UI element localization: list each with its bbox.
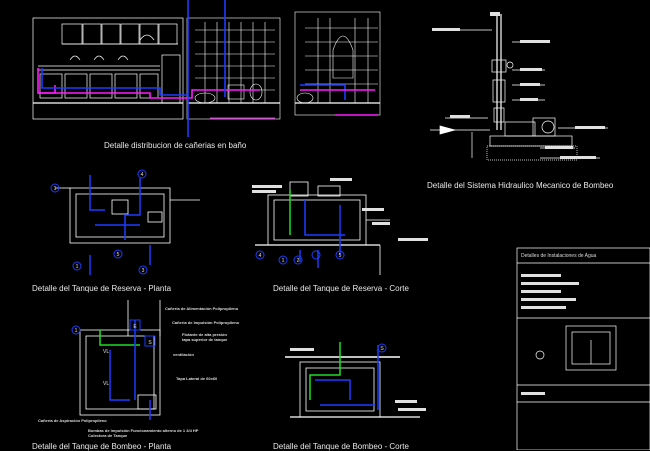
reserve-tank-section <box>255 181 390 275</box>
pump-tank-plan-pipes <box>99 320 151 420</box>
note-alimentacion: Cañeria de Alimentación Polipropileno <box>165 306 239 311</box>
caption-reserve-section: Detalle del Tanque de Reserva - Corte <box>273 284 409 293</box>
svg-text:1: 1 <box>75 328 78 334</box>
svg-text:4: 4 <box>259 253 262 259</box>
title-block-text-bars <box>521 274 579 395</box>
pump-tank-section <box>285 356 420 418</box>
svg-text:S: S <box>148 340 152 346</box>
reserve-tank-section-pipes <box>289 190 345 268</box>
pump-system-labels <box>432 12 605 159</box>
caption-pump-section: Detalle del Tanque de Bombeo - Corte <box>273 442 409 451</box>
note-tapa-superior: tapa superior de tanque <box>182 337 228 342</box>
bath-elevation-left <box>32 17 184 120</box>
caption-reserve-plan: Detalle del Tanque de Reserva - Planta <box>32 284 172 293</box>
svg-text:S: S <box>380 346 384 352</box>
svg-text:E: E <box>133 324 137 330</box>
note-colectora: Colectora de Tanque <box>88 433 128 438</box>
svg-text:VL: VL <box>103 349 109 355</box>
marker-labels: 1 4 5 1 3 1 2 5 4 1 E S S <box>54 172 385 352</box>
caption-bath: Detalle distribucion de cañerias en baño <box>104 141 247 150</box>
note-aspiracion: Cañeria de Aspiración Polipropileno <box>38 418 107 423</box>
reserve-tank-plan <box>55 187 200 244</box>
pump-tank-plan <box>79 300 161 416</box>
caption-pump-plan: Detalle del Tanque de Bombeo - Planta <box>32 442 172 451</box>
svg-text:VL: VL <box>103 381 109 387</box>
svg-text:1: 1 <box>76 264 79 270</box>
bath-elevation-right <box>294 11 381 116</box>
svg-text:5: 5 <box>339 253 342 259</box>
svg-text:4: 4 <box>141 172 144 178</box>
note-tapa-lateral: Tapa Lateral de 60x60 <box>176 376 218 381</box>
markers <box>50 169 387 353</box>
pump-tank-section-pipes <box>309 342 379 410</box>
note-impulsion: Cañeria de Impulsión Polipropileno <box>172 320 240 325</box>
pump-section-labels <box>290 348 426 411</box>
bath-pipes <box>37 0 378 137</box>
bath-elevation-mid <box>186 17 281 120</box>
svg-text:5: 5 <box>117 252 120 258</box>
marker-1: 1 <box>54 186 57 192</box>
svg-text:2: 2 <box>297 258 300 264</box>
note-ventilacion: ventilación <box>173 352 194 357</box>
reserve-tank-plan-pipes <box>89 175 151 275</box>
pump-tank-plan-labels: VL VL <box>103 349 109 387</box>
title-block <box>516 247 650 450</box>
pump-system <box>430 14 608 161</box>
title-block-title: Detalles de Instalaciones de Agua <box>521 253 597 259</box>
svg-text:3: 3 <box>142 268 145 274</box>
note-flotante: Flotante de alta presión <box>182 332 227 337</box>
caption-pump-system: Detalle del Sistema Hidraulico Mecanico … <box>427 181 614 190</box>
note-bombas: Bombas de Impulsión Funcionamiento alter… <box>88 428 199 433</box>
reserve-section-labels <box>252 178 428 241</box>
svg-text:1: 1 <box>282 258 285 264</box>
